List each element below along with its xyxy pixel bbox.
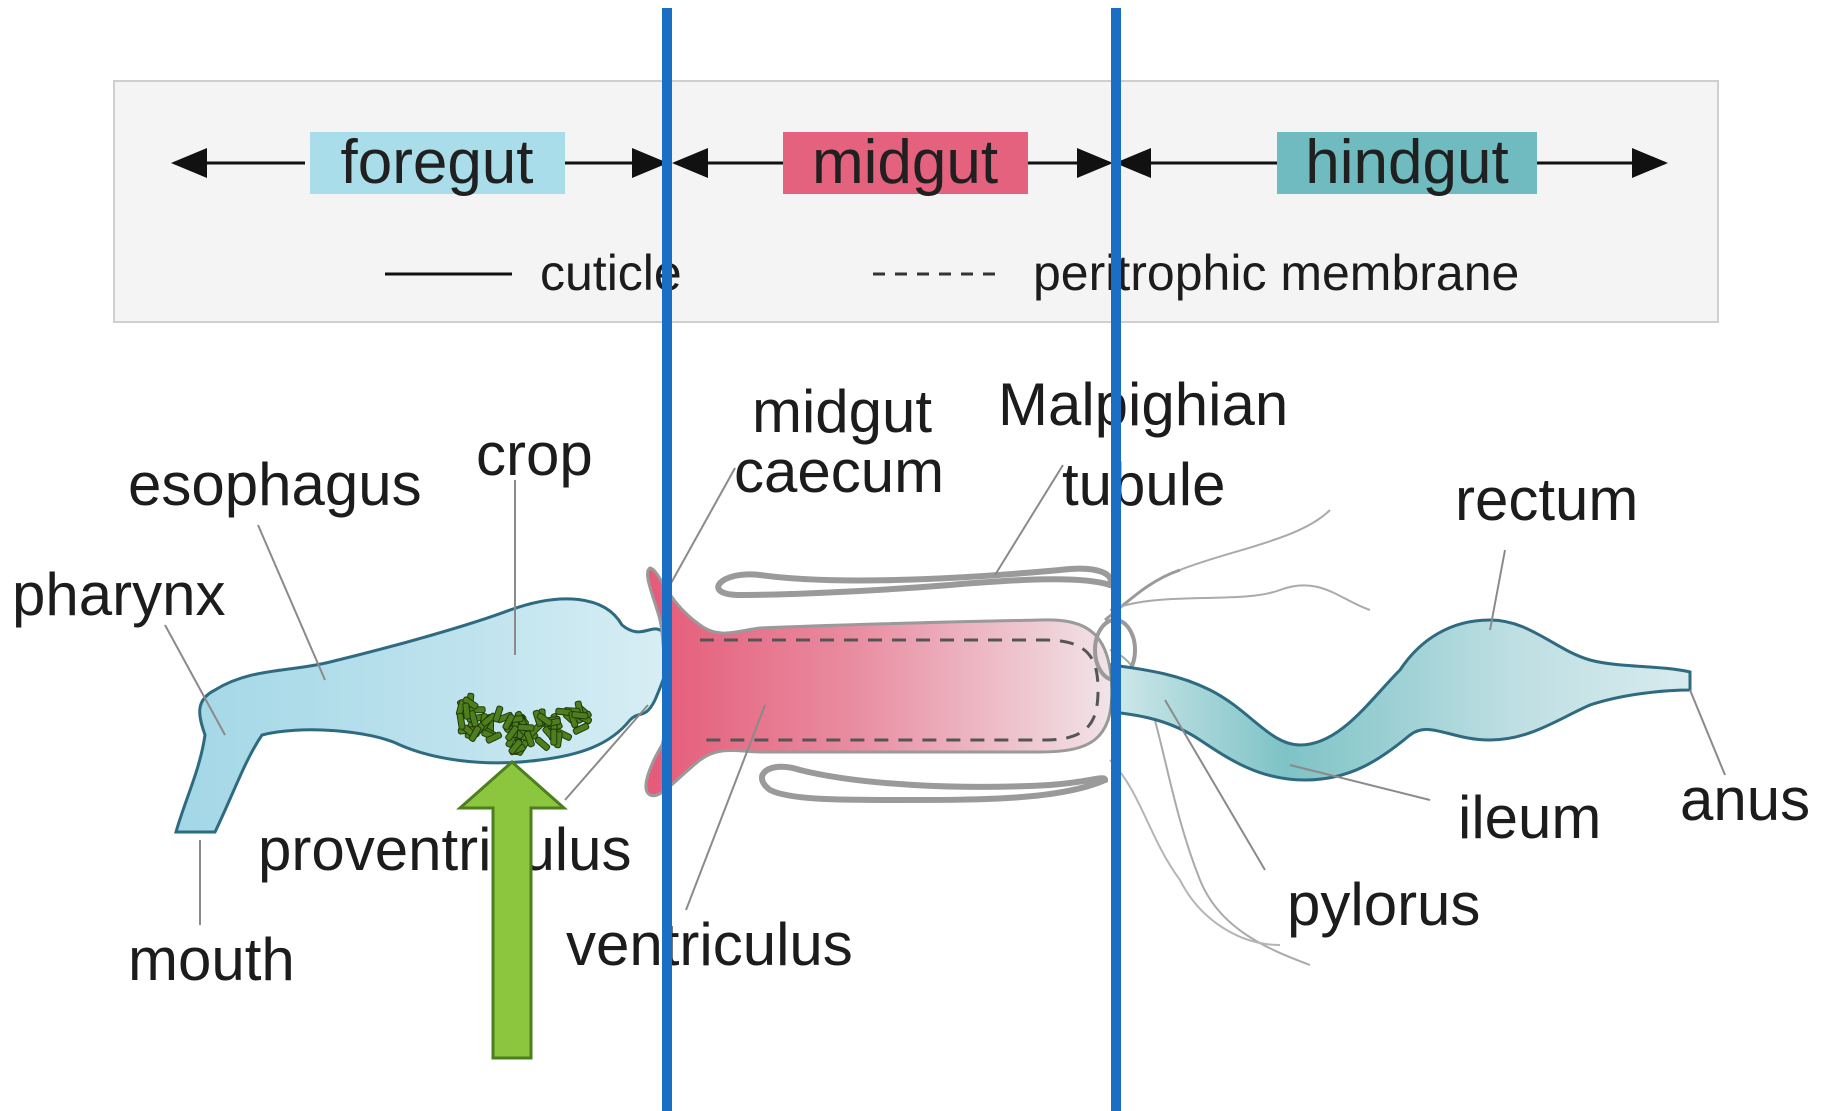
midgut-caecum-label-line1: midgut <box>752 378 932 445</box>
mouth-label: mouth <box>128 926 295 993</box>
hindgut-label: hindgut <box>1305 128 1508 197</box>
rectum-label: rectum <box>1455 466 1638 533</box>
green-pointer-arrow <box>460 762 564 1058</box>
cuticle-legend-label: cuticle <box>540 245 682 301</box>
ileum-label: ileum <box>1458 784 1601 851</box>
midgut-label: midgut <box>812 128 998 197</box>
midgut-caecum-label-line2: caecum <box>734 438 944 505</box>
pylorus-label: pylorus <box>1287 871 1480 938</box>
legend-box: foregut midgut hindgut cuticle peritroph… <box>114 81 1718 322</box>
anus-label: anus <box>1680 766 1810 833</box>
proventriculus-label: proventriculus <box>258 816 632 883</box>
crop-particle <box>551 729 557 745</box>
malpighian-tubule-label-line1: Malpighian <box>998 371 1288 438</box>
crop-particle <box>518 724 534 731</box>
crop-particle <box>572 711 589 719</box>
foregut-label: foregut <box>340 128 533 197</box>
peritrophic-legend-label: peritrophic membrane <box>1033 245 1519 301</box>
esophagus-label: esophagus <box>128 451 422 518</box>
pharynx-label: pharynx <box>12 561 225 628</box>
midgut-body <box>646 568 1112 796</box>
ventriculus-label: ventriculus <box>566 911 853 978</box>
foregut-body <box>176 599 671 832</box>
crop-label: crop <box>476 421 593 488</box>
malpighian-tubule-label-line2: tubule <box>1062 451 1225 518</box>
crop-particle <box>463 703 471 720</box>
